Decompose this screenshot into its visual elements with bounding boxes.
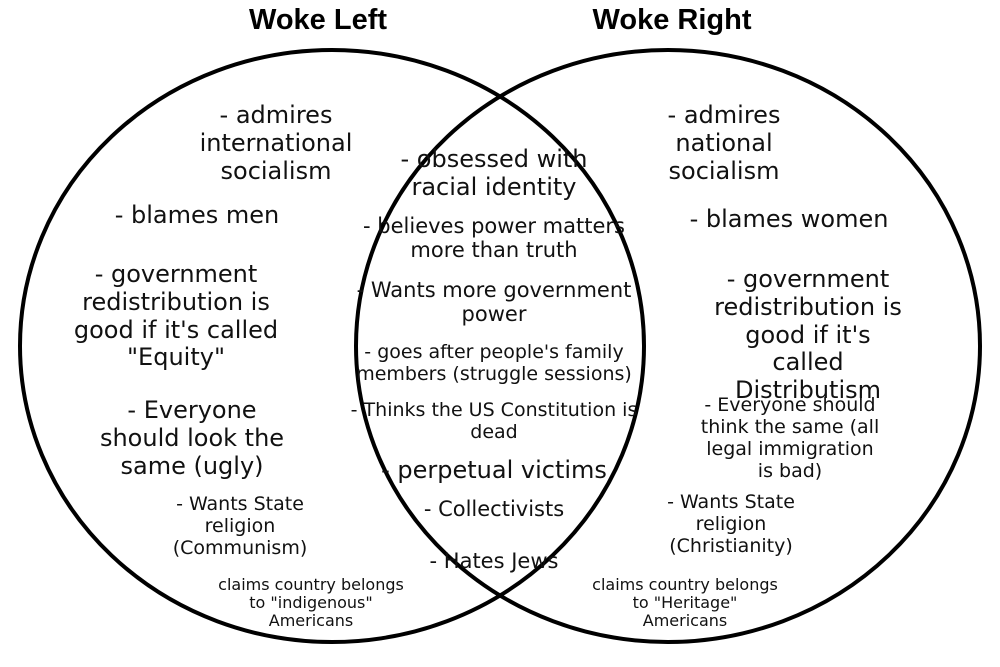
shared-item-racial-identity: - obsessed with racial identity	[400, 145, 588, 201]
right-item-everyone: - Everyone should think the same (all le…	[700, 394, 880, 483]
left-circle	[18, 48, 646, 644]
left-item-everyone: - Everyone should look the same (ugly)	[99, 396, 285, 480]
left-item-country: claims country belongs to "indigenous" A…	[218, 575, 404, 630]
right-circle	[354, 48, 982, 644]
right-item-state-religion: - Wants State religion (Christianity)	[667, 491, 795, 558]
left-item-socialism: - admires international socialism	[199, 101, 353, 185]
left-item-state-religion: - Wants State religion (Communism)	[172, 493, 308, 560]
left-item-redistribution: - government redistribution is good if i…	[73, 260, 279, 372]
shared-item-power-truth: - believes power matters more than truth	[363, 214, 625, 263]
left-title: Woke Left	[248, 4, 388, 36]
shared-item-constitution: - Thinks the US Constitution is dead	[350, 399, 638, 444]
right-item-blames: - blames women	[689, 205, 889, 233]
shared-item-government-power: - Wants more government power	[356, 278, 632, 327]
right-item-country: claims country belongs to "Heritage" Ame…	[592, 575, 778, 630]
left-item-blames: - blames men	[114, 201, 280, 229]
right-item-redistribution: - government redistribution is good if i…	[714, 265, 902, 405]
shared-item-family-members: - goes after people's family members (st…	[356, 341, 632, 386]
shared-item-hates-jews: - Hates Jews	[429, 549, 559, 573]
shared-item-victims: - perpetual victims	[381, 456, 607, 484]
right-item-socialism: - admires national socialism	[667, 101, 781, 185]
shared-item-collectivists: - Collectivists	[423, 497, 565, 521]
right-title: Woke Right	[592, 4, 752, 36]
